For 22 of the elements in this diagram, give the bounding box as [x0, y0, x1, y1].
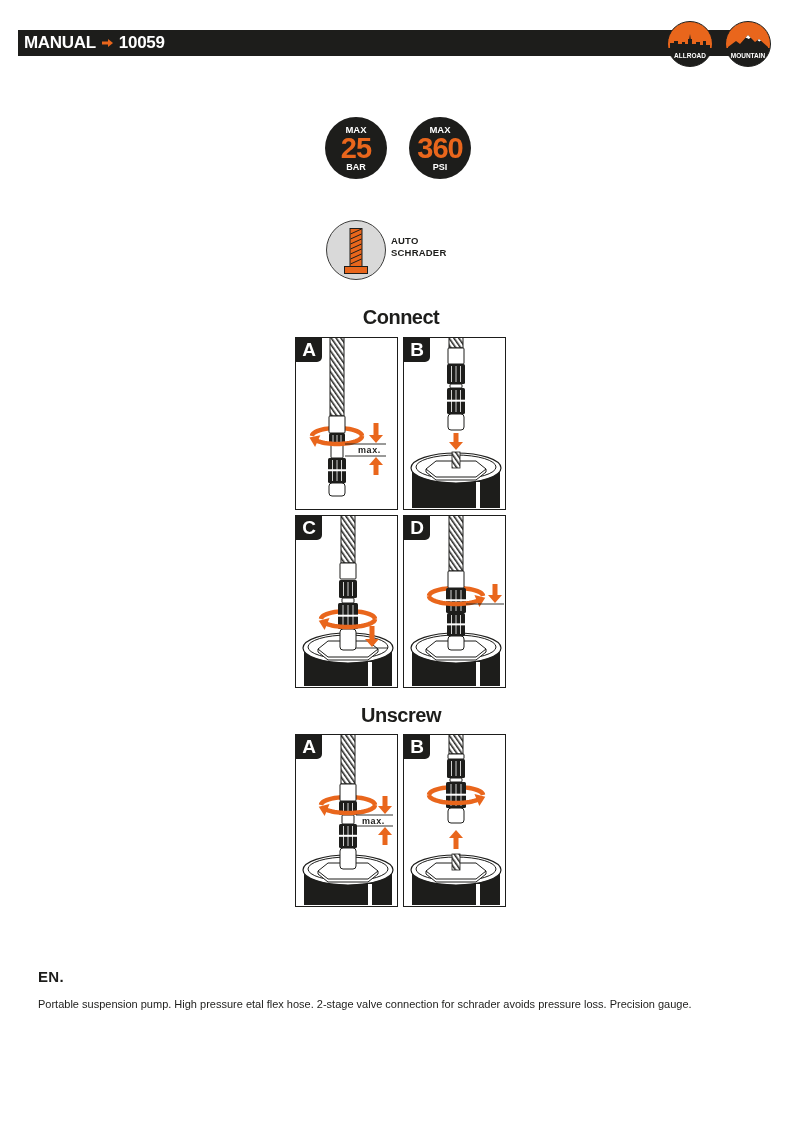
limit-label: MAX — [345, 124, 367, 135]
gap-label: max. — [362, 816, 385, 826]
section-heading: Connect — [362, 305, 440, 329]
step-letter: A — [296, 338, 322, 362]
step-letter: B — [404, 735, 430, 759]
breadcrumb-text: MANUAL — [24, 33, 96, 53]
gap-label: max. — [358, 445, 381, 455]
unit-label: BAR — [346, 161, 366, 172]
section-heading: Unscrew — [361, 703, 441, 727]
pressure-value: 360 — [417, 134, 463, 162]
limit-label: MAX — [429, 124, 451, 135]
step-letter: A — [296, 735, 322, 759]
pressure-value: 25 — [340, 134, 372, 162]
step-letter: D — [404, 516, 430, 540]
description-text: Portable suspension pump. High pressure etal flex hose. 2-stage valve connection for schrader avoids pressure loss. Precision gauge. — [38, 998, 692, 1010]
terrain-badge — [725, 21, 771, 67]
step-letter: B — [404, 338, 430, 362]
valve-type-label: AUTO SCHRADER — [391, 235, 448, 259]
step-letter: C — [296, 516, 322, 540]
article-number: 10059 — [118, 33, 165, 53]
language-code: EN. — [38, 968, 64, 985]
unit-label: PSI — [432, 161, 448, 172]
